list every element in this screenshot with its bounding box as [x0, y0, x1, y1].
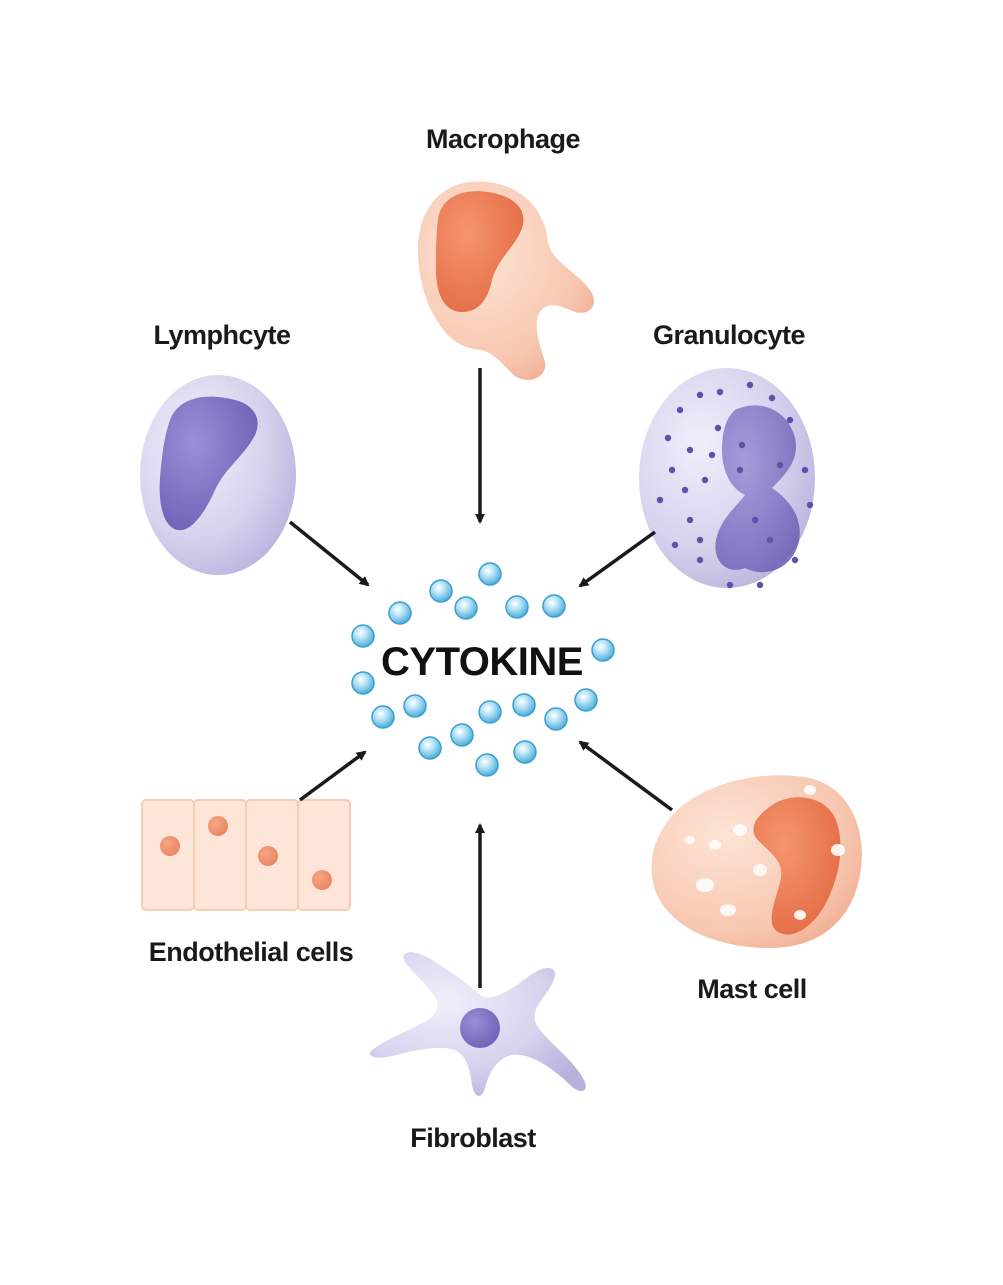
macrophage-cell	[418, 181, 595, 381]
cytokine-molecule	[429, 579, 453, 603]
granule-dot	[738, 441, 746, 449]
granule-dot	[751, 516, 759, 524]
lymphocyte-label: Lymphcyte	[153, 320, 291, 350]
granule-dot	[696, 536, 704, 544]
granule-dot	[756, 581, 764, 589]
mast-cell-label: Mast cell	[697, 974, 807, 1004]
cytokine-molecule	[544, 707, 568, 731]
cytokine-molecule	[371, 705, 395, 729]
granule-dot	[686, 446, 694, 454]
granule-dot	[768, 394, 776, 402]
cytokine-molecule	[475, 753, 499, 777]
cytokine-molecule	[454, 596, 478, 620]
arrows	[288, 368, 674, 988]
fibroblast-cell	[369, 952, 586, 1096]
granule-dots	[656, 381, 814, 589]
fibroblast-label: Fibroblast	[410, 1123, 536, 1153]
cytokine-molecule	[542, 594, 566, 618]
granulocyte-label: Granulocyte	[652, 320, 806, 350]
arrow-mast	[578, 740, 674, 812]
cytokine-molecule	[591, 638, 615, 662]
mast-cell	[651, 775, 862, 948]
granule-dot	[801, 466, 809, 474]
granule-dot	[776, 461, 784, 469]
granulocyte-cell	[639, 368, 815, 589]
granule-dot	[736, 466, 744, 474]
cytokine-molecule	[351, 624, 375, 648]
cytokine-molecules	[351, 562, 615, 777]
granule-dot	[696, 556, 704, 564]
granule-dot	[681, 486, 689, 494]
cytokine-label: CYTOKINE	[381, 640, 583, 684]
endothelial-cells	[141, 799, 351, 911]
granule-dot	[766, 536, 774, 544]
granule-dot	[746, 381, 754, 389]
cytokine-molecule	[478, 700, 502, 724]
cytokine-molecule	[478, 562, 502, 586]
cytokine-molecule	[351, 671, 375, 695]
granule-dot	[716, 388, 724, 396]
granule-dot	[714, 424, 722, 432]
cytokine-molecule	[512, 693, 536, 717]
granule-dot	[668, 466, 676, 474]
granule-dot	[786, 416, 794, 424]
macrophage-label: Macrophage	[425, 124, 581, 154]
granule-dot	[726, 581, 734, 589]
arrow-lymphocyte	[288, 520, 370, 587]
granule-dot	[708, 451, 716, 459]
granule-dot	[676, 406, 684, 414]
granule-dot	[686, 516, 694, 524]
cytokine-molecule	[505, 595, 529, 619]
cytokine-molecule	[574, 688, 598, 712]
cytokine-molecule	[403, 694, 427, 718]
granule-dot	[656, 496, 664, 504]
cytokine-molecule	[418, 736, 442, 760]
lymphocyte-cell	[140, 375, 296, 575]
cytokine-molecule	[450, 723, 474, 747]
granule-dot	[696, 391, 704, 399]
granule-dot	[671, 541, 679, 549]
arrow-endothelial	[298, 750, 367, 802]
cytokine-molecule	[513, 740, 537, 764]
arrow-granulocyte	[578, 530, 657, 588]
cytokine-molecule	[388, 601, 412, 625]
granule-dot	[664, 434, 672, 442]
granule-dot	[806, 501, 814, 509]
granule-dot	[701, 476, 709, 484]
granule-dot	[791, 556, 799, 564]
endothelial-label: Endothelial cells	[148, 937, 354, 967]
